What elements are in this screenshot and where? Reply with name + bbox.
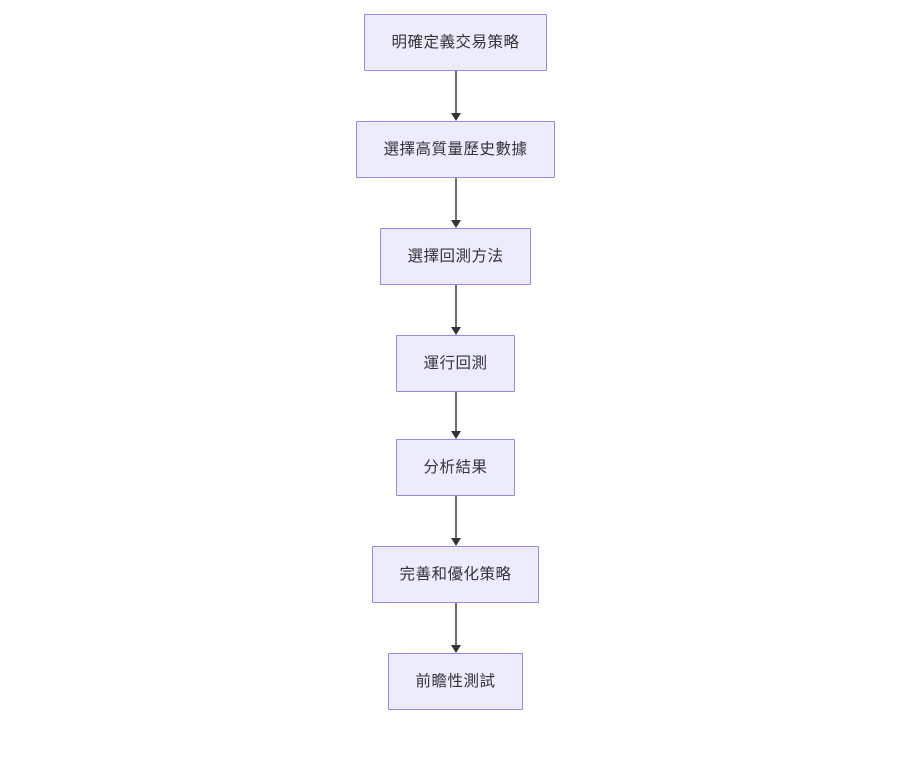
flow-node-define-strategy[interactable]: 明確定義交易策略 bbox=[364, 14, 547, 71]
arrowhead-down-icon bbox=[450, 431, 461, 439]
flow-connector-6-to-7 bbox=[450, 603, 462, 653]
flow-step-4: 運行回測 bbox=[396, 335, 515, 392]
flowchart-node-chain: 明確定義交易策略 選擇高質量歷史數據 選擇回測方法 bbox=[0, 14, 911, 710]
arrowhead-down-icon bbox=[450, 538, 461, 546]
flow-node-label: 完善和優化策略 bbox=[399, 564, 512, 583]
flow-node-label: 明確定義交易策略 bbox=[391, 32, 520, 51]
connector-shaft bbox=[454, 285, 457, 328]
connector-shaft bbox=[454, 71, 457, 114]
flow-node-label: 選擇回測方法 bbox=[407, 246, 504, 265]
flow-node-select-backtest-method[interactable]: 選擇回測方法 bbox=[380, 228, 531, 285]
flow-node-label: 運行回測 bbox=[423, 353, 488, 372]
flow-node-analyze-results[interactable]: 分析結果 bbox=[396, 439, 515, 496]
connector-shaft bbox=[454, 178, 457, 221]
flow-connector-2-to-3 bbox=[450, 178, 462, 228]
flow-connector-1-to-2 bbox=[450, 71, 462, 121]
flow-node-run-backtest[interactable]: 運行回測 bbox=[396, 335, 515, 392]
connector-shaft bbox=[454, 603, 457, 646]
flow-node-label: 分析結果 bbox=[423, 457, 488, 476]
flow-step-6: 完善和優化策略 bbox=[372, 546, 539, 603]
flow-step-5: 分析結果 bbox=[396, 439, 515, 496]
flow-step-3: 選擇回測方法 bbox=[380, 228, 531, 285]
flow-node-label: 前瞻性測試 bbox=[415, 671, 496, 690]
flow-connector-3-to-4 bbox=[450, 285, 462, 335]
flow-node-forward-testing[interactable]: 前瞻性測試 bbox=[388, 653, 523, 710]
flow-step-7: 前瞻性測試 bbox=[388, 653, 523, 710]
connector-shaft bbox=[454, 392, 457, 432]
flow-connector-5-to-6 bbox=[450, 496, 462, 546]
flow-node-label: 選擇高質量歷史數據 bbox=[383, 139, 528, 158]
flow-step-2: 選擇高質量歷史數據 bbox=[356, 121, 555, 178]
arrowhead-down-icon bbox=[450, 113, 461, 121]
flow-connector-4-to-5 bbox=[450, 392, 462, 439]
flow-node-refine-optimize-strategy[interactable]: 完善和優化策略 bbox=[372, 546, 539, 603]
arrowhead-down-icon bbox=[450, 220, 461, 228]
flow-step-1: 明確定義交易策略 bbox=[364, 14, 547, 71]
arrowhead-down-icon bbox=[450, 645, 461, 653]
flow-node-select-quality-data[interactable]: 選擇高質量歷史數據 bbox=[356, 121, 555, 178]
arrowhead-down-icon bbox=[450, 327, 461, 335]
connector-shaft bbox=[454, 496, 457, 539]
